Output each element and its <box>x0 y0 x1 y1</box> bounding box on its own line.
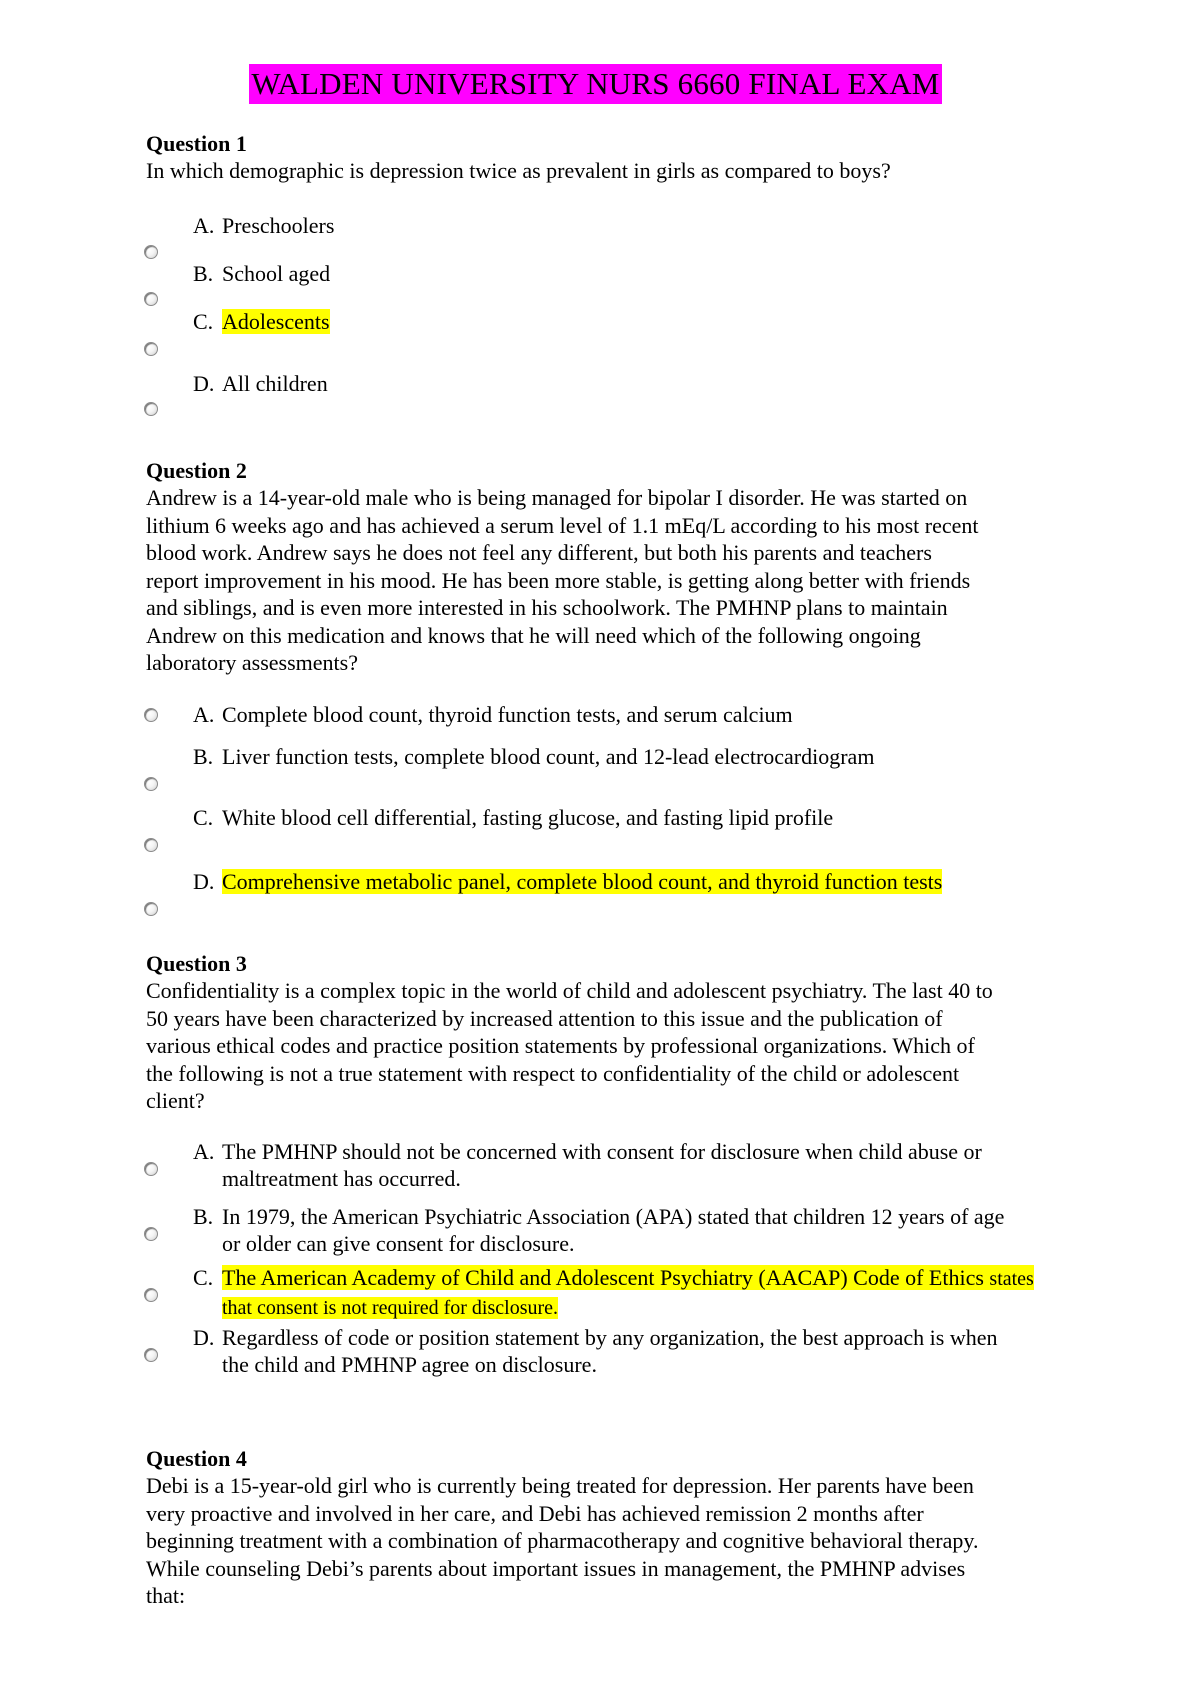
radio-button[interactable] <box>144 902 158 916</box>
option-letter: B. <box>193 744 214 769</box>
question-text-line: very proactive and involved in her care,… <box>146 1500 924 1526</box>
radio-button[interactable] <box>144 292 158 306</box>
question-text: Confidentiality is a complex topic in th… <box>146 977 1076 1115</box>
option-text-wrap: In 1979, the American Psychiatric Associ… <box>222 1203 1122 1257</box>
question-text-line: lithium 6 weeks ago and has achieved a s… <box>146 512 979 538</box>
option-letter: A. <box>193 702 215 727</box>
option-letter: A. <box>193 1139 215 1164</box>
option-text-wrap: Adolescents <box>222 308 1122 335</box>
question-text-line: various ethical codes and practice posit… <box>146 1033 975 1058</box>
option-text: School aged <box>222 261 331 286</box>
option-text-highlighted: Adolescents <box>222 309 330 334</box>
option-text: Complete blood count, thyroid function t… <box>222 702 793 727</box>
radio-button[interactable] <box>144 245 158 259</box>
option-letter: C. <box>193 309 214 334</box>
question-text-line: Andrew on this medication and knows that… <box>146 622 921 648</box>
question-text-line: the following is not a true statement wi… <box>146 1060 960 1086</box>
option-text-tail: states <box>989 1268 1034 1290</box>
radio-button[interactable] <box>144 1288 158 1302</box>
radio-button[interactable] <box>144 342 158 356</box>
question-4: Question 4 Debi is a 15-year-old girl wh… <box>146 1445 1076 1610</box>
option-text-wrap: The American Academy of Child and Adoles… <box>222 1264 1122 1322</box>
option-text-highlighted: that consent is not required for disclos… <box>222 1297 559 1319</box>
option-text-highlighted: Comprehensive metabolic panel, complete … <box>222 869 943 894</box>
question-text-line: that: <box>146 1583 186 1608</box>
option-text-line: In 1979, the American Psychiatric Associ… <box>222 1204 1005 1229</box>
option-text: All children <box>222 371 328 396</box>
option-letter: D. <box>193 869 215 894</box>
question-text-line: 50 years have been characterized by incr… <box>146 1005 943 1031</box>
option-letter: C. <box>193 805 214 830</box>
radio-button[interactable] <box>144 838 158 852</box>
radio-button[interactable] <box>144 1162 158 1176</box>
option-letter: A. <box>193 213 215 238</box>
question-3: Question 3 Confidentiality is a complex … <box>144 950 1076 1377</box>
question-2: Question 2 Andrew is a 14-year-old male … <box>144 457 1076 916</box>
question-text-line: and siblings, and is even more intereste… <box>146 595 948 620</box>
title-container: WALDEN UNIVERSITY NURS 6660 FINAL EXAM <box>0 64 1191 104</box>
exam-title: WALDEN UNIVERSITY NURS 6660 FINAL EXAM <box>249 64 942 104</box>
option-text: Liver function tests, complete blood cou… <box>222 744 875 769</box>
radio-button[interactable] <box>144 708 158 722</box>
question-1: Question 1 In which demographic is depre… <box>144 130 1076 416</box>
question-text: Andrew is a 14-year-old male who is bein… <box>146 484 1076 677</box>
question-text: Debi is a 15-year-old girl who is curren… <box>146 1472 1076 1610</box>
radio-button[interactable] <box>144 402 158 416</box>
question-text-line: beginning treatment with a combination o… <box>146 1528 979 1553</box>
option-text-line: the child and PMHNP agree on disclosure. <box>222 1352 597 1377</box>
question-heading: Question 4 <box>146 1446 247 1471</box>
question-text: In which demographic is depression twice… <box>146 158 891 183</box>
question-heading: Question 1 <box>146 131 247 156</box>
question-text-line: client? <box>146 1088 205 1113</box>
option-text: Preschoolers <box>222 213 335 238</box>
question-text-line: While counseling Debi’s parents about im… <box>146 1555 966 1581</box>
question-text-line: laboratory assessments? <box>146 650 358 675</box>
option-text-wrap: Comprehensive metabolic panel, complete … <box>222 868 1122 895</box>
option-text-line: Regardless of code or position statement… <box>222 1325 998 1350</box>
question-text-line: blood work. Andrew says he does not feel… <box>146 540 932 565</box>
option-text-wrap: The PMHNP should not be concerned with c… <box>222 1138 1122 1192</box>
option-letter: B. <box>193 1204 214 1229</box>
question-text-line: Andrew is a 14-year-old male who is bein… <box>146 485 968 510</box>
option-text-highlighted: The American Academy of Child and Adoles… <box>222 1265 1034 1290</box>
option-text-line: The PMHNP should not be concerned with c… <box>222 1139 982 1164</box>
question-heading: Question 3 <box>146 951 247 976</box>
radio-button[interactable] <box>144 777 158 791</box>
question-text-line: report improvement in his mood. He has b… <box>146 567 971 593</box>
radio-button[interactable] <box>144 1348 158 1362</box>
option-text-line: maltreatment has occurred. <box>222 1166 461 1191</box>
option-text-wrap: Regardless of code or position statement… <box>222 1324 1122 1378</box>
question-text-line: Confidentiality is a complex topic in th… <box>146 978 993 1003</box>
option-text-line: that consent is not required for disclos… <box>222 1293 1122 1322</box>
question-text-line: Debi is a 15-year-old girl who is curren… <box>146 1473 974 1498</box>
option-text-line1: The American Academy of Child and Adoles… <box>222 1265 984 1290</box>
option-text-line: or older can give consent for disclosure… <box>222 1231 575 1256</box>
question-heading: Question 2 <box>146 458 247 483</box>
option-text: White blood cell differential, fasting g… <box>222 805 834 830</box>
option-letter: B. <box>193 261 214 286</box>
option-letter: D. <box>193 1325 215 1350</box>
option-letter: C. <box>193 1265 214 1290</box>
radio-button[interactable] <box>144 1227 158 1241</box>
option-text-line: The American Academy of Child and Adoles… <box>222 1264 1122 1293</box>
option-letter: D. <box>193 371 215 396</box>
